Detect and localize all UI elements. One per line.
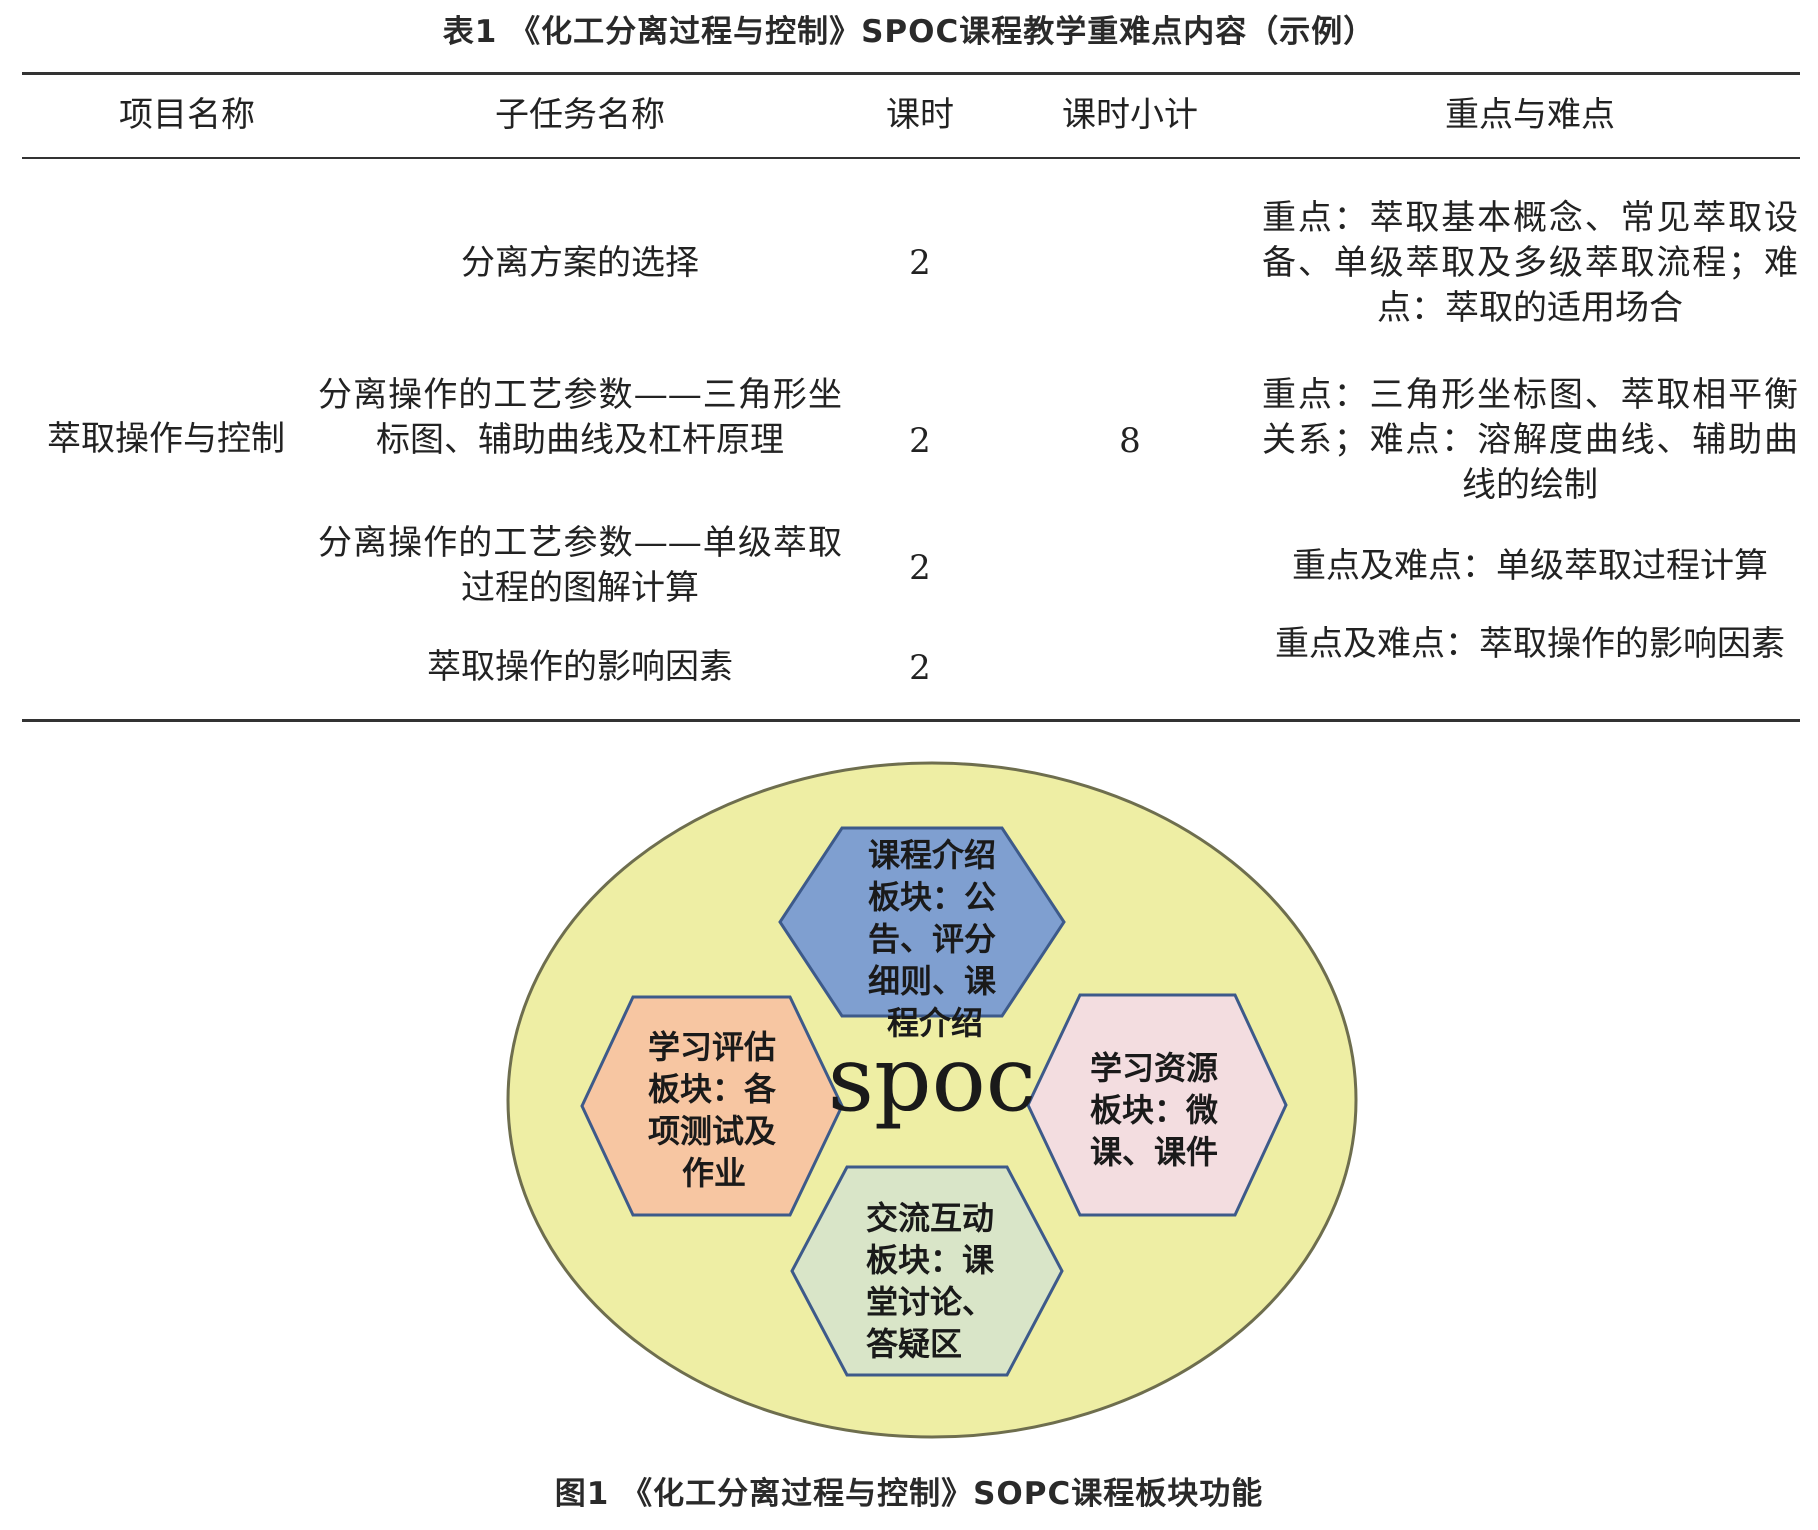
table-header-rule (22, 157, 1800, 159)
hours-subtotal-cell: 8 (1119, 421, 1141, 461)
table-top-rule (22, 72, 1800, 75)
hex-course-intro-line: 告、评分 (868, 920, 996, 958)
hex-learning-resources-text: 学习资源 板块：微 课、课件 (1090, 1049, 1218, 1171)
key-points-cell-4: 重点及难点：萃取操作的影响因素 (1275, 624, 1785, 664)
hours-cell-4: 2 (909, 648, 931, 688)
hex-course-intro (778, 826, 1066, 1018)
figure-caption: 图1 《化工分离过程与控制》SOPC课程板块功能 (554, 1476, 1264, 1512)
hex-learning-resources-line: 板块：微 (1090, 1091, 1218, 1129)
hex-communication-text: 交流互动 板块：课 堂讨论、 答疑区 (866, 1199, 995, 1363)
hex-course-intro-line: 板块：公 (868, 878, 996, 916)
hours-cell-2: 2 (909, 421, 931, 461)
header-key-points: 重点与难点 (1445, 95, 1615, 135)
project-name-cell: 萃取操作与控制 (47, 419, 285, 459)
outer-ellipse (506, 761, 1358, 1439)
header-project-name: 项目名称 (119, 95, 255, 135)
hex-communication-line: 堂讨论、 (866, 1283, 994, 1321)
hours-cell-3: 2 (909, 548, 931, 588)
hex-learning-resources-line: 学习资源 (1090, 1049, 1218, 1087)
hex-communication (790, 1165, 1064, 1377)
table-bottom-rule (22, 719, 1800, 722)
key-points-cell-1: 重点：萃取基本概念、常见萃取设备、单级萃取及多级萃取流程；难点：萃取的适用场合 (1262, 198, 1798, 328)
hex-learning-assessment-line: 板块：各 (648, 1070, 777, 1108)
hex-learning-assessment-line: 学习评估 (648, 1028, 776, 1066)
header-hours: 课时 (886, 95, 954, 135)
hex-learning-assessment-line: 作业 (682, 1154, 746, 1192)
hex-learning-resources (1026, 993, 1288, 1217)
key-points-cell-2: 重点：三角形坐标图、萃取相平衡关系；难点：溶解度曲线、辅助曲线的绘制 (1262, 375, 1798, 505)
hex-course-intro-text: 课程介绍 板块：公 告、评分 细则、课 程介绍 (868, 836, 997, 1042)
subtask-cell-2: 分离操作的工艺参数——三角形坐标图、辅助曲线及杠杆原理 (318, 375, 842, 460)
subtask-cell-3: 分离操作的工艺参数——单级萃取过程的图解计算 (318, 523, 842, 608)
spoc-module-diagram: spoc 课程介绍 板块：公 告、评分 细则、课 程介绍 学习评估 板块：各 项… (506, 761, 1358, 1439)
hours-cell-1: 2 (909, 243, 931, 283)
subtask-cell-1: 分离方案的选择 (461, 243, 699, 283)
header-subtask-name: 子任务名称 (495, 95, 665, 135)
key-points-cell-3: 重点及难点：单级萃取过程计算 (1292, 546, 1768, 586)
spoc-center-label: spoc (828, 1027, 1036, 1132)
hex-communication-line: 交流互动 (866, 1199, 994, 1237)
subtask-cell-4: 萃取操作的影响因素 (427, 647, 733, 687)
table-caption: 表1 《化工分离过程与控制》SPOC课程教学重难点内容（示例） (442, 14, 1376, 50)
hex-course-intro-line: 程介绍 (887, 1004, 983, 1042)
hex-course-intro-line: 细则、课 (868, 962, 997, 1000)
hex-communication-line: 板块：课 (866, 1241, 995, 1279)
hex-communication-line: 答疑区 (866, 1325, 962, 1363)
hex-learning-assessment-text: 学习评估 板块：各 项测试及 作业 (648, 1028, 777, 1192)
hex-learning-assessment (580, 995, 844, 1217)
hex-course-intro-line: 课程介绍 (868, 836, 996, 874)
header-hours-subtotal: 课时小计 (1062, 95, 1198, 135)
hex-learning-resources-line: 课、课件 (1090, 1133, 1218, 1171)
hex-learning-assessment-line: 项测试及 (648, 1112, 776, 1150)
